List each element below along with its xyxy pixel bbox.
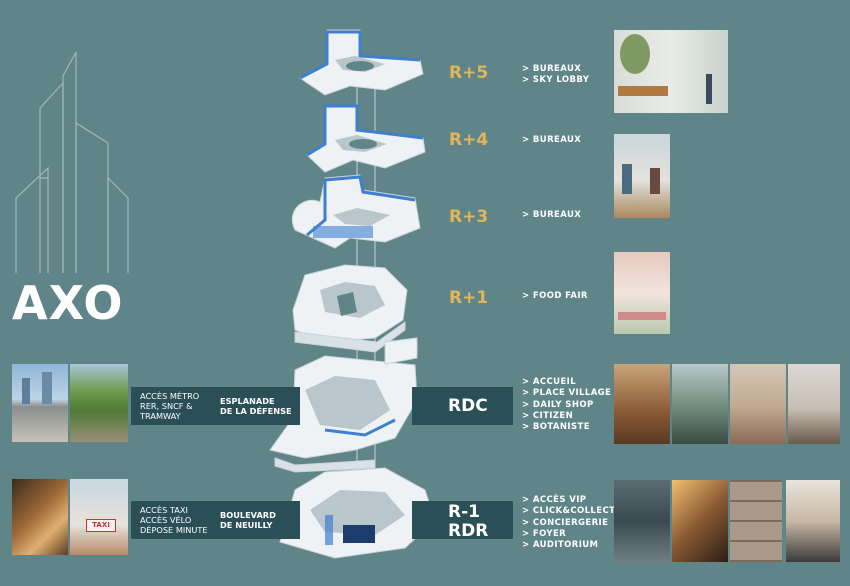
- reception-photo: [788, 364, 840, 444]
- plaza-trees-photo: [70, 364, 128, 442]
- rdc-place-text: ESPLANADE DE LA DÉFENSE: [220, 396, 292, 416]
- floor-r3-model: [292, 174, 421, 249]
- r1-place-text: BOULEVARD DE NEUILLY: [220, 510, 276, 530]
- level-items-r-1: ACCÈS VIP CLICK&COLLECT CONCIERGERIE FOY…: [522, 495, 615, 551]
- list-item: BUREAUX: [522, 64, 589, 75]
- page-title: AXO: [12, 276, 124, 330]
- auditorium-photo: [614, 480, 670, 562]
- lockers-photo: [730, 480, 782, 562]
- r1-level-band: [412, 501, 513, 539]
- list-item: BUREAUX: [522, 135, 581, 146]
- list-item: DAILY SHOP: [522, 400, 611, 411]
- level-items-r4: BUREAUX: [522, 135, 581, 146]
- taxi-sign: TAXI: [86, 519, 116, 532]
- list-item: BUREAUX: [522, 210, 581, 221]
- rdc-access-text: ACCÈS MÉTRO RER, SNCF & TRAMWAY: [140, 391, 200, 421]
- r1-access-band: [131, 501, 300, 539]
- list-item: BOTANISTE: [522, 422, 611, 433]
- list-item: CITIZEN: [522, 411, 611, 422]
- level-items-r5: BUREAUX SKY LOBBY: [522, 64, 589, 87]
- list-item: ACCÈS VIP: [522, 495, 615, 506]
- list-item: ACCUEIL: [522, 377, 611, 388]
- level-label-r3: R+3: [449, 207, 489, 227]
- list-item: SKY LOBBY: [522, 75, 589, 86]
- street-people-photo: [12, 479, 68, 555]
- skyline-logo-icon: [15, 51, 129, 273]
- floor-r1-model: [292, 264, 408, 353]
- office-r4-photo: [614, 134, 670, 218]
- level-items-r1: FOOD FAIR: [522, 291, 588, 302]
- rdc-access-band: [131, 387, 300, 425]
- level-label-r-1: R-1 RDR: [448, 502, 489, 541]
- sky-lobby-photo: [614, 30, 728, 113]
- floor-r-1-model: [279, 467, 436, 559]
- level-label-r1: R+1: [449, 288, 489, 308]
- floor-rdc-model: [269, 337, 418, 473]
- esplanade-photo: [12, 364, 68, 442]
- axonometric-building-diagram: [269, 29, 436, 559]
- level-items-r3: BUREAUX: [522, 210, 581, 221]
- list-item: FOOD FAIR: [522, 291, 588, 302]
- level-items-rdc: ACCUEIL PLACE VILLAGE DAILY SHOP CITIZEN…: [522, 377, 611, 433]
- vip-photo: [672, 480, 728, 562]
- food-fair-photo: [614, 252, 670, 334]
- place-village-photo: [672, 364, 728, 444]
- accueil-photo: [614, 364, 670, 444]
- floor-r4-model: [306, 104, 426, 173]
- level-label-r4: R+4: [449, 130, 489, 150]
- level-label-r5: R+5: [449, 63, 489, 83]
- rdc-level-band: [412, 387, 513, 425]
- taxi-photo: TAXI: [70, 479, 128, 555]
- list-item: CONCIERGERIE: [522, 518, 615, 529]
- list-item: AUDITORIUM: [522, 540, 615, 551]
- level-label-rdc: RDC: [448, 396, 488, 416]
- floor-r5-model: [299, 29, 424, 96]
- list-item: FOYER: [522, 529, 615, 540]
- list-item: CLICK&COLLECT: [522, 506, 615, 517]
- concierge-photo: [786, 480, 840, 562]
- daily-shop-photo: [730, 364, 786, 444]
- r1-access-text: ACCÈS TAXI ACCÈS VÉLO DÉPOSE MINUTE: [140, 505, 208, 535]
- list-item: PLACE VILLAGE: [522, 388, 611, 399]
